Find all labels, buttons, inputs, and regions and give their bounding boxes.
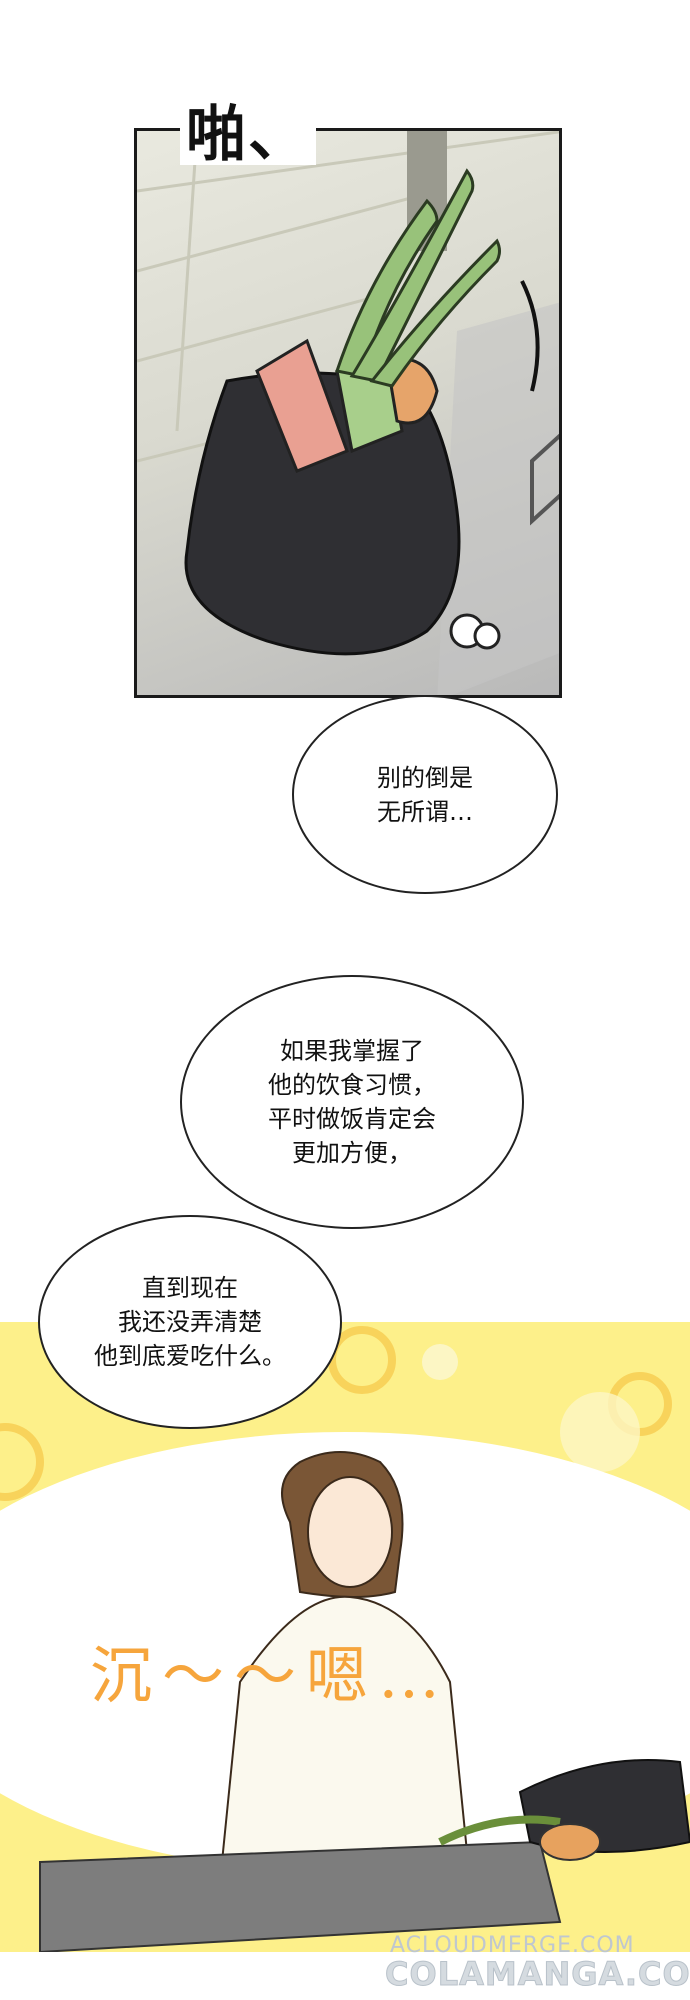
grocery-bag-illustration: [137, 131, 559, 695]
speech-text: 别的倒是 无所谓…: [377, 763, 473, 826]
thinking-woman-illustration: [0, 1326, 690, 1952]
watermark: COLAMANGA.COM: [385, 1955, 690, 1994]
woman-face: [307, 1476, 393, 1588]
speech-bubble: 如果我掌握了 他的饮食习惯， 平时做饭肯定会 更加方便，: [180, 975, 524, 1229]
speech-text: 直到现在 我还没弄清楚 他到底爱吃什么。: [94, 1274, 286, 1370]
speech-text: 如果我掌握了 他的饮食习惯， 平时做饭肯定会 更加方便，: [268, 1037, 436, 1167]
watermark: ACLOUDMERGE.COM: [390, 1933, 635, 1958]
comic-panel-bag: [134, 128, 562, 698]
counter: [39, 1840, 562, 1952]
motion-line: [520, 280, 540, 392]
sound-effect-thud: 啪、: [180, 105, 316, 165]
meat-pack: [255, 338, 349, 473]
comic-panel-thinking: [0, 1322, 690, 1952]
speech-bubble: 别的倒是 无所谓…: [292, 695, 558, 894]
sound-effect-hmm: 沉～～嗯…: [90, 1639, 451, 1712]
woman-sweater: [218, 1595, 472, 1883]
speech-bubble: 直到现在 我还没弄清楚 他到底爱吃什么。: [38, 1215, 342, 1429]
green-onions: [335, 168, 501, 388]
